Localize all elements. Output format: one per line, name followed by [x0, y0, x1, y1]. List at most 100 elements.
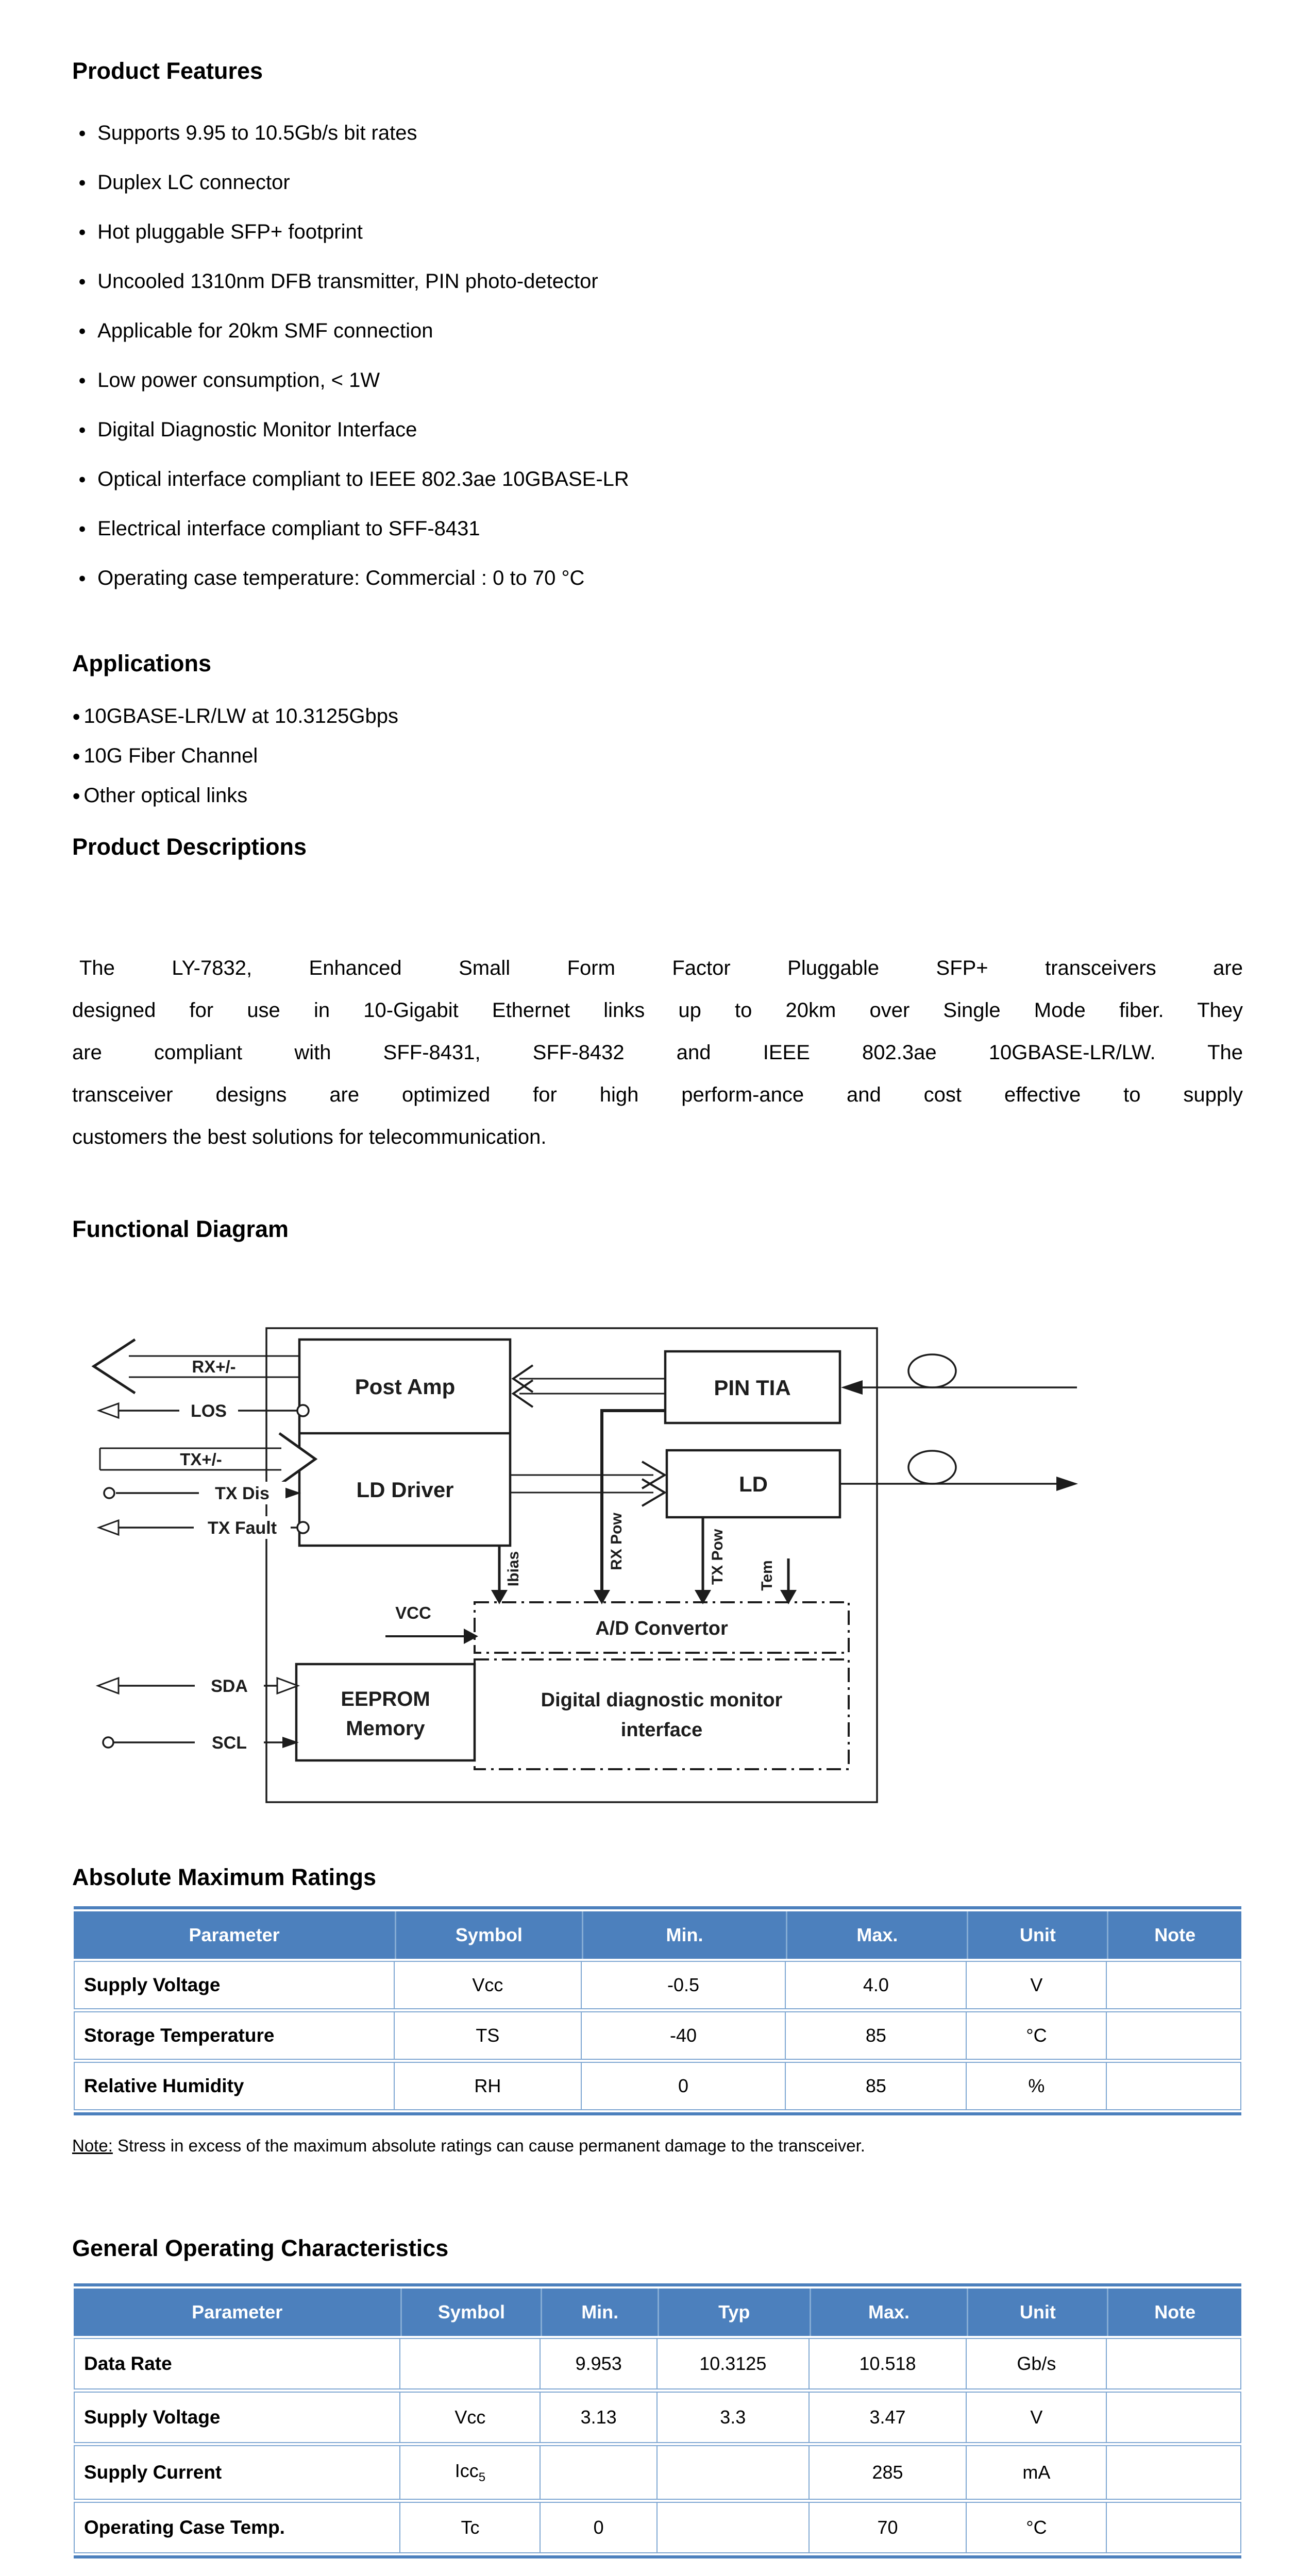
eeprom-label-line2: Memory — [346, 1717, 425, 1740]
bullet-icon: ● — [78, 175, 87, 190]
value-cell: V — [967, 1961, 1107, 2009]
value-cell: 4.0 — [786, 1961, 967, 2009]
value-cell: 10.518 — [809, 2338, 967, 2389]
port-circle-icon — [103, 1487, 115, 1499]
value-cell: °C — [967, 2502, 1107, 2554]
rxpow-label: RX Pow — [608, 1512, 625, 1570]
rx-port-arrow-icon — [91, 1338, 136, 1395]
value-cell: Vcc — [395, 1961, 582, 2009]
sda-port-label: SDA — [211, 1676, 248, 1696]
paragraph-line: The LY-7832, Enhanced Small Form Factor … — [79, 957, 1243, 979]
value-cell: °C — [967, 2011, 1107, 2060]
functional-diagram: Post Amp LD Driver PIN TIA LD A/D Conver… — [91, 1327, 1078, 1803]
arrow-right-icon — [282, 1737, 299, 1748]
bullet-icon: ● — [72, 708, 81, 724]
bullet-icon: ● — [78, 471, 87, 486]
parameter-cell: Supply Voltage — [74, 1961, 395, 2009]
bullet-text: Low power consumption, < 1W — [97, 368, 380, 392]
pin-tia-box — [664, 1350, 841, 1425]
parameter-cell: Relative Humidity — [74, 2062, 395, 2110]
txdis-port-label: TX Dis — [215, 1484, 269, 1503]
arrow-down-icon — [780, 1590, 797, 1604]
value-cell: RH — [395, 2062, 582, 2110]
vcc-label: VCC — [395, 1603, 431, 1622]
paragraph-line: designed for use in 10-Gigabit Ethernet … — [72, 999, 1243, 1022]
port-circle-icon — [296, 1521, 310, 1534]
value-cell: 285 — [809, 2445, 967, 2500]
parameter-cell: Supply Voltage — [74, 2392, 401, 2443]
value-cell: mA — [967, 2445, 1107, 2500]
bullet-icon: ● — [78, 372, 87, 387]
value-cell: 3.13 — [541, 2392, 658, 2443]
bullet-item: ● Duplex LC connector — [72, 158, 1247, 207]
parameter-cell: Data Rate — [74, 2338, 401, 2389]
bullet-item: ●Operating case temperature: Commercial … — [72, 553, 1247, 603]
value-cell: V — [967, 2392, 1107, 2443]
column-header: Max. — [786, 1911, 967, 1959]
column-header: Parameter — [74, 2289, 401, 2336]
bullet-text: Digital Diagnostic Monitor Interface — [97, 418, 417, 441]
arrow-down-icon — [695, 1590, 711, 1604]
rx-pow-line — [600, 1409, 665, 1592]
value-cell: Tc — [400, 2502, 541, 2554]
bullet-text: Other optical links — [83, 784, 248, 807]
eeprom-label-line1: EEPROM — [341, 1688, 430, 1710]
value-cell: Icc5 — [400, 2445, 541, 2500]
bullet-item: ●Other optical links — [72, 776, 1247, 816]
bullet-item: ●Hot pluggable SFP+ footprint — [72, 207, 1247, 257]
bullet-text: Uncooled 1310nm DFB transmitter, PIN pho… — [97, 269, 598, 293]
bullet-icon: ● — [72, 748, 81, 764]
value-cell — [1107, 2445, 1241, 2500]
value-cell: 9.953 — [541, 2338, 658, 2389]
bullet-icon: ● — [78, 274, 87, 289]
value-cell: % — [967, 2062, 1107, 2110]
column-header: Min. — [581, 1911, 786, 1959]
txfault-port-label: TX Fault — [208, 1518, 277, 1538]
column-header: Max. — [809, 2289, 967, 2336]
bullet-text: Electrical interface compliant to SFF-84… — [97, 517, 480, 540]
column-header: Symbol — [400, 2289, 541, 2336]
bullet-icon: ● — [78, 521, 87, 536]
bullet-icon: ● — [78, 224, 87, 239]
arrow-right-icon — [276, 1676, 300, 1695]
value-cell — [1107, 2338, 1241, 2389]
fiber-loop-icon — [907, 1450, 957, 1485]
ddm-interface-box — [474, 1658, 850, 1770]
rx-pair-arrowhead-icon — [511, 1364, 534, 1393]
tx-port-label: TX+/- — [180, 1450, 222, 1469]
bullet-text: Duplex LC connector — [97, 171, 290, 194]
parameter-cell: Storage Temperature — [74, 2011, 395, 2060]
bullet-text: Supports 9.95 to 10.5Gb/s bit rates — [97, 121, 417, 144]
bullet-item: ●10GBASE-LR/LW at 10.3125Gbps — [72, 697, 1247, 736]
value-cell — [657, 2502, 810, 2554]
applications-list: ●10GBASE-LR/LW at 10.3125Gbps●10G Fiber … — [72, 697, 1247, 816]
section-title-product-features: Product Features — [72, 58, 263, 84]
ld-box — [665, 1449, 841, 1519]
section-title-absolute-maximum-ratings: Absolute Maximum Ratings — [72, 1864, 377, 1890]
bullet-text: Operating case temperature: Commercial :… — [97, 566, 585, 589]
bullet-icon: ● — [72, 788, 81, 803]
bullet-text: Applicable for 20km SMF connection — [97, 319, 433, 342]
ibias-label: Ibias — [505, 1551, 522, 1586]
parameter-cell: Supply Current — [74, 2445, 401, 2500]
tx-pair-arrowhead-icon — [641, 1478, 667, 1507]
bullet-item: ● Electrical interface compliant to SFF-8… — [72, 504, 1247, 553]
value-cell — [400, 2338, 541, 2389]
rx-pair-arrowhead-icon — [511, 1379, 534, 1408]
port-circle-icon — [102, 1736, 114, 1749]
value-cell — [1107, 2062, 1241, 2110]
value-cell — [1107, 2392, 1241, 2443]
column-header: Unit — [967, 2289, 1107, 2336]
value-cell — [657, 2445, 810, 2500]
scl-port-label: SCL — [212, 1733, 247, 1753]
